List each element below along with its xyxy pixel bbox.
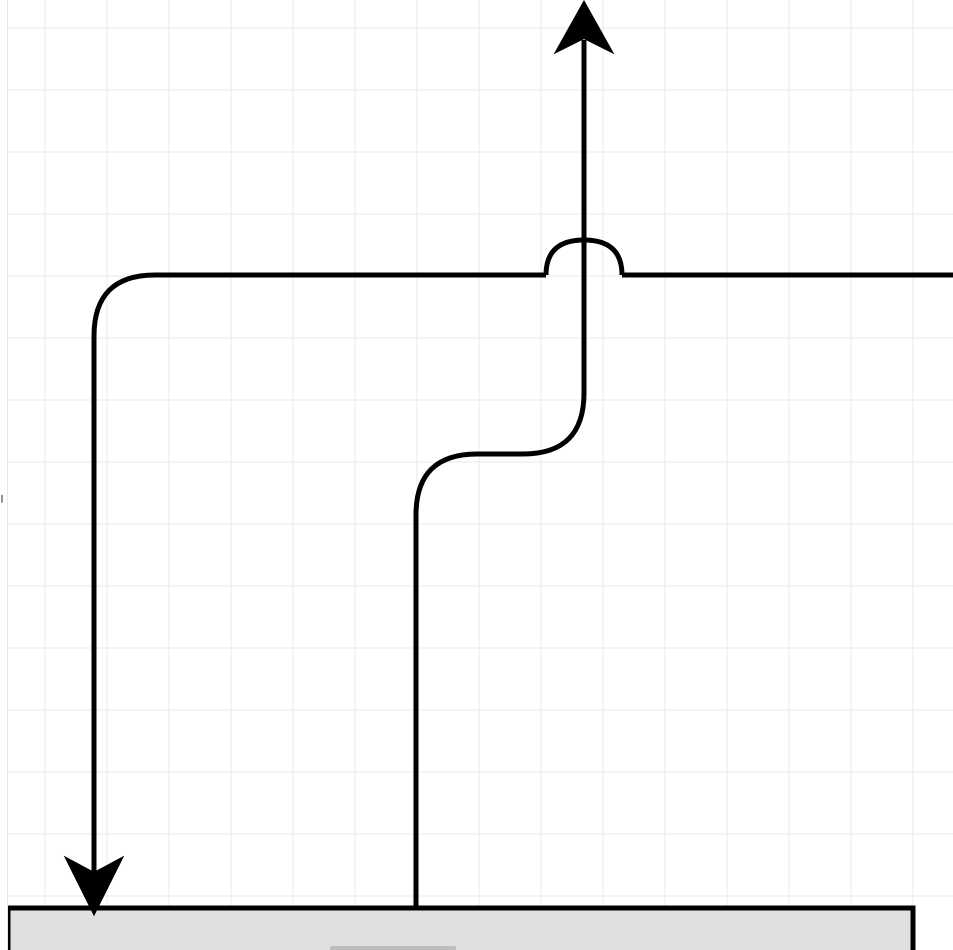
gutter-resize-mark[interactable]: ∥	[0, 494, 4, 503]
left-gutter: ∥	[0, 0, 8, 950]
bottom-rectangle-shape[interactable]	[8, 905, 916, 950]
diagram-canvas[interactable]	[8, 0, 953, 950]
scroll-handle[interactable]	[330, 946, 456, 950]
connector-center-up[interactable]	[413, 40, 587, 906]
arrowhead-up	[553, 0, 615, 55]
connector-left-down[interactable]	[91, 272, 953, 890]
arrowhead-down	[63, 855, 125, 917]
grid	[8, 0, 953, 950]
diagram-svg[interactable]	[8, 0, 953, 950]
